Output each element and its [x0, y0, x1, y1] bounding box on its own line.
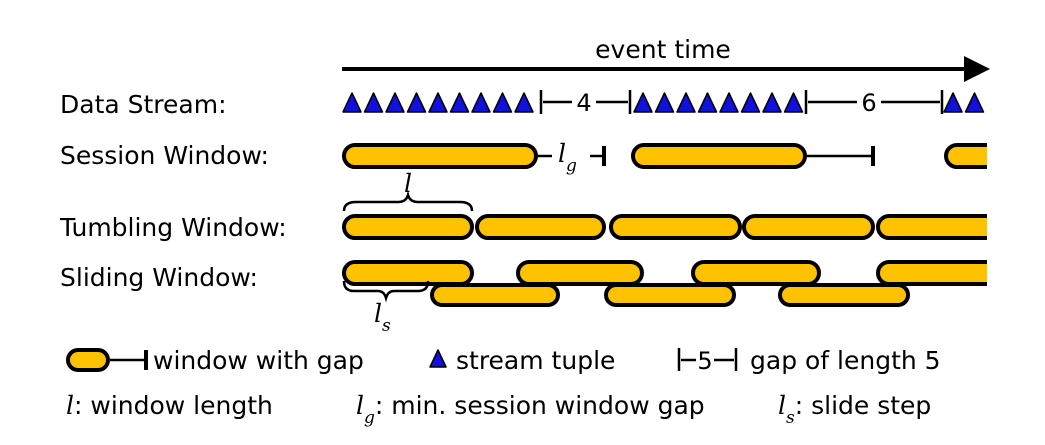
stream-tuple — [697, 92, 718, 113]
sliding-window — [342, 260, 474, 286]
sliding-window — [876, 260, 987, 286]
legend-stream-tuple: stream tuple — [429, 346, 615, 375]
row-label-sliding-window: Sliding Window: — [60, 263, 258, 292]
stream-tuple — [428, 92, 448, 113]
legend: window with gap stream tuple 5 gap of le… — [66, 346, 941, 428]
stream-tuple — [385, 92, 405, 113]
event-time-axis: event time — [342, 35, 990, 82]
sliding-window-row: ls — [342, 260, 987, 336]
tumbling-window — [742, 214, 875, 240]
stream-tuple — [740, 92, 761, 113]
stream-tuple — [471, 92, 491, 113]
stream-tuple — [719, 92, 739, 113]
tumbling-window — [876, 214, 987, 240]
legend-gap-example: 5 — [697, 347, 712, 375]
stream-tuple — [943, 92, 963, 113]
stream-tuple — [633, 92, 653, 113]
slide-step-symbol: ls — [374, 299, 391, 336]
legend-session-gap: lg: min. session window gap — [356, 391, 705, 428]
legend-tuple-label: stream tuple — [456, 346, 615, 375]
session-window — [944, 143, 987, 169]
stream-tuple — [406, 92, 427, 113]
stream-tuple — [363, 92, 384, 113]
stream-tuple — [449, 92, 470, 113]
legend-window-with-gap: window with gap — [66, 346, 364, 375]
axis-label: event time — [595, 35, 731, 64]
row-label-session-window: Session Window: — [60, 141, 269, 170]
slide-step-brace — [342, 280, 430, 303]
sliding-window — [516, 260, 644, 286]
stream-tuple — [783, 92, 804, 113]
legend-gap: 5 gap of length 5 — [677, 346, 941, 375]
stream-tuple — [492, 92, 513, 113]
sliding-window — [430, 283, 560, 307]
window-length-symbol: l — [404, 169, 412, 198]
session-window — [631, 143, 807, 169]
tumbling-window — [609, 214, 742, 240]
row-label-tumbling-window: Tumbling Window: — [59, 213, 287, 242]
sliding-window — [604, 283, 736, 307]
gap-value: 4 — [576, 89, 591, 117]
tumbling-window — [342, 214, 474, 240]
stream-tuple — [762, 92, 782, 113]
window-sample-icon — [66, 348, 110, 372]
stream-tuple — [676, 92, 696, 113]
session-gap-symbol: lg — [558, 139, 577, 176]
row-label-data-stream: Data Stream: — [60, 90, 227, 119]
session-window-row: lg — [342, 139, 987, 176]
sliding-window — [778, 283, 910, 307]
data-stream-row: 4 6 — [342, 89, 985, 117]
stream-tuple — [964, 92, 985, 113]
legend-window-label: window with gap — [153, 346, 364, 375]
window-length-brace — [342, 190, 474, 212]
legend-gap-label: gap of length 5 — [750, 346, 941, 375]
stream-tuple — [514, 92, 534, 113]
legend-window-length: l: window length — [66, 391, 273, 420]
gap-marker: 6 — [804, 89, 944, 117]
stream-tuples — [342, 92, 985, 113]
legend-slide-step: ls: slide step — [778, 391, 931, 428]
row-labels: Data Stream: Session Window: Tumbling Wi… — [59, 90, 287, 292]
stream-tuple — [342, 92, 362, 113]
arrow-head-icon — [964, 56, 990, 82]
tumbling-window-row: l — [342, 169, 987, 240]
gap-marker: 4 — [539, 89, 632, 117]
tumbling-window — [475, 214, 606, 240]
stream-tuple-icon — [429, 349, 447, 368]
stream-tuple — [654, 92, 675, 113]
gap-value: 6 — [861, 89, 876, 117]
sliding-window — [691, 260, 821, 286]
session-window — [342, 143, 538, 169]
